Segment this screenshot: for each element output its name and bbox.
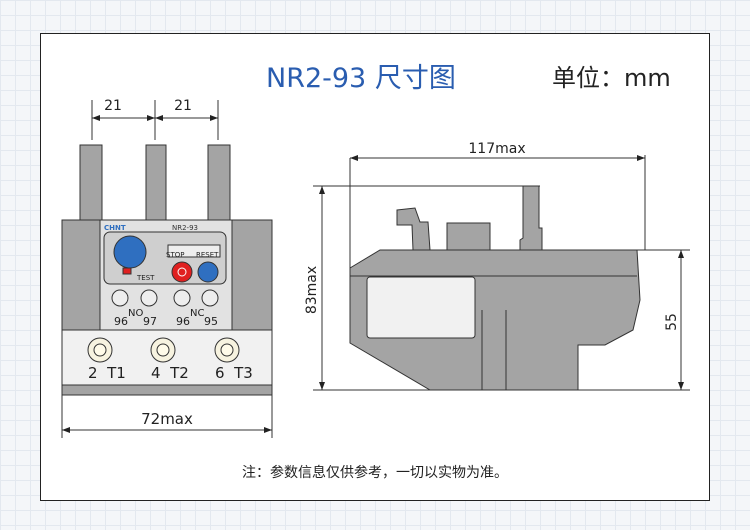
dim-width: 72max — [141, 410, 193, 428]
main-terminal: 4 T2 — [151, 364, 189, 382]
dim-height: 83max — [304, 266, 320, 314]
brand-logo: CHNT — [104, 224, 126, 232]
side-view — [313, 155, 690, 391]
aux-terminal: 95 — [204, 315, 218, 328]
nc-label: NC — [190, 308, 204, 319]
unit-label: 单位：mm — [552, 64, 671, 92]
reset-label: RESET — [196, 251, 219, 259]
disclaimer-note: 注：参数信息仅供参考，一切以实物为准。 — [242, 465, 508, 481]
no-label: NO — [128, 308, 143, 319]
dim-spacing-1: 21 — [104, 98, 122, 114]
main-terminal: 6 T3 — [215, 364, 253, 382]
main-terminal: 2 T1 — [88, 364, 126, 382]
test-label: TEST — [136, 274, 155, 282]
stop-label: STOP — [166, 251, 184, 259]
drawing-title: NR2-93 尺寸图 — [266, 63, 456, 94]
dim-mount: 55 — [664, 313, 680, 331]
aux-terminal: 96 — [176, 315, 190, 328]
aux-terminal: 97 — [143, 315, 157, 328]
front-view — [61, 100, 273, 438]
dim-spacing-2: 21 — [174, 98, 192, 114]
dim-length: 117max — [468, 141, 525, 157]
aux-terminal: 96 — [114, 315, 128, 328]
model-label: NR2-93 — [172, 224, 198, 232]
